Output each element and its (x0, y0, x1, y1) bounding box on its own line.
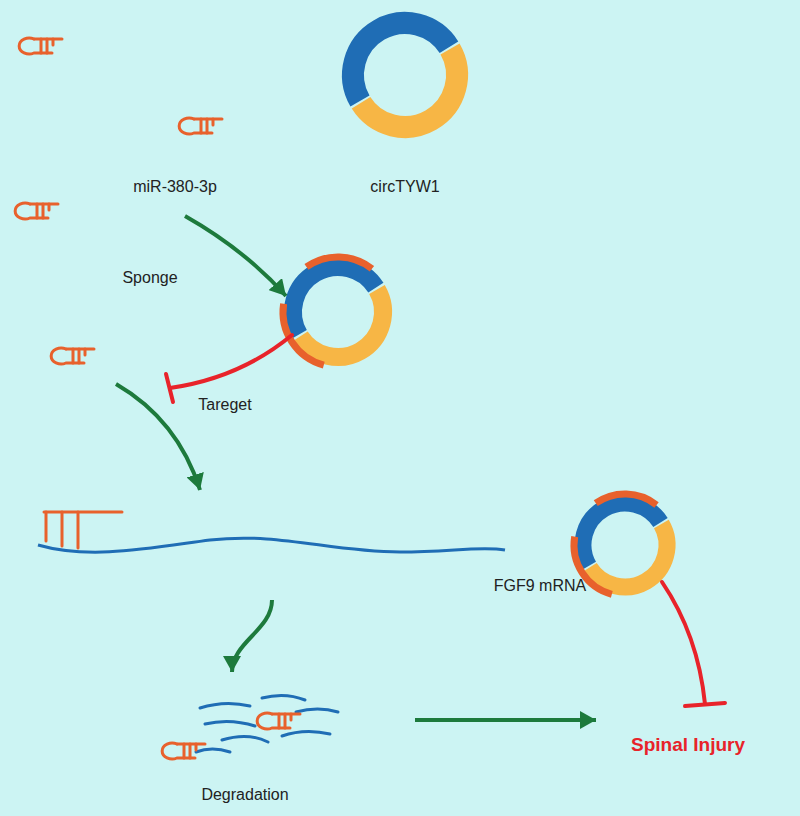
circrna-node: circTYW1 (345, 12, 465, 200)
degradation-node: Degradation (185, 672, 415, 812)
mrna-node: FGF9 mRNA (30, 500, 600, 600)
mirna-hairpin (179, 118, 222, 134)
binding-arrow (116, 384, 200, 490)
bound-circrna-ring (261, 235, 414, 388)
circrna-ring (334, 4, 476, 146)
node-text: circTYW1 (370, 177, 439, 196)
mirna-node: miR-380-3p (120, 174, 230, 202)
process-label: Tareget (198, 395, 251, 414)
node-text: FGF9 mRNA (494, 576, 586, 595)
mirna-hairpin (19, 38, 62, 54)
flow-arrow (232, 600, 272, 672)
flow-arrow (415, 718, 596, 722)
bound-mirna (44, 512, 122, 548)
mirna-hairpin (257, 713, 300, 729)
mrna-fragments (196, 695, 338, 752)
outcome-node: Spinal Injury (596, 700, 780, 766)
node-text: miR-380-3p (133, 177, 217, 196)
sponge-arrow (185, 216, 286, 296)
mirna-hairpin (51, 348, 94, 364)
process-label: Sponge (122, 268, 177, 287)
mirna-hairpin (162, 743, 205, 759)
mrna-strand (38, 538, 505, 552)
bound-circrna-ring (554, 474, 696, 616)
node-text: Spinal Injury (631, 734, 745, 757)
node-text: Degradation (201, 785, 288, 804)
inhibition-line (166, 335, 292, 402)
inhibition-line (662, 582, 725, 706)
mirna-hairpin (15, 203, 58, 219)
